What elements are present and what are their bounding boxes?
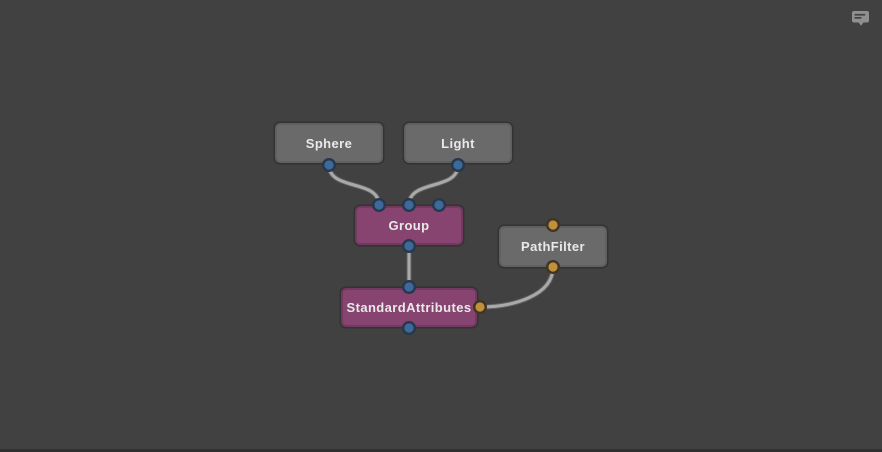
wire-light.out-group.in1[interactable]	[407, 163, 460, 207]
port-group-in1-blue[interactable]	[402, 197, 417, 212]
node-label-light: Light	[441, 135, 475, 151]
annotations-button[interactable]	[850, 10, 872, 30]
speech-bubble-icon	[852, 11, 869, 26]
node-sphere[interactable]: Sphere	[275, 123, 383, 163]
node-label-sphere: Sphere	[305, 135, 353, 151]
port-group-out-blue[interactable]	[402, 238, 417, 253]
port-standardAttributes-filter-orange[interactable]	[473, 300, 488, 315]
node-label-pathFilter: PathFilter	[521, 239, 585, 254]
wire-sphere.out-group.in0[interactable]	[327, 163, 381, 207]
port-sphere-out-blue[interactable]	[322, 157, 337, 172]
node-light[interactable]: Light	[404, 123, 512, 163]
node-label-group: Group	[388, 218, 430, 233]
port-group-in0-blue[interactable]	[372, 197, 387, 212]
port-standardAttributes-in-blue[interactable]	[402, 280, 417, 295]
port-light-out-blue[interactable]	[451, 157, 466, 172]
wire-pathFilter.out-standardAttributes.filter[interactable]	[478, 265, 555, 309]
port-pathFilter-top-orange[interactable]	[546, 217, 561, 232]
port-standardAttributes-out-blue[interactable]	[402, 321, 417, 336]
node-label-standardAttributes: StandardAttributes	[346, 300, 472, 315]
port-group-in2-blue[interactable]	[432, 197, 447, 212]
bottom-edge	[0, 449, 882, 452]
port-pathFilter-out-orange[interactable]	[546, 260, 561, 275]
